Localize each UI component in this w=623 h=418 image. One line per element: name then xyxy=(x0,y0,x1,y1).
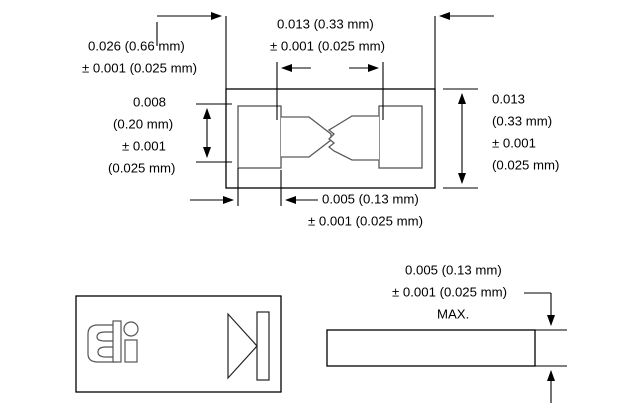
top-view: 0.026 (0.66 mm) ± 0.001 (0.025 mm) 0.013… xyxy=(82,12,559,228)
side-view: 0.005 (0.13 mm) ± 0.001 (0.025 mm) MAX. xyxy=(326,262,567,403)
dim-overall-length-line2: ± 0.001 (0.025 mm) xyxy=(82,60,197,75)
dim-gap-width-line2: ± 0.001 (0.025 mm) xyxy=(270,38,385,53)
dim-body-width-line2: (0.33 mm) xyxy=(492,113,552,128)
logo-letter-a-icon xyxy=(87,320,122,363)
dim-thickness-line1: 0.005 (0.13 mm) xyxy=(405,262,502,277)
left-pad xyxy=(237,105,282,169)
logo-letter-i-icon xyxy=(123,321,139,363)
dim-pad-inset-line1: 0.005 (0.13 mm) xyxy=(322,191,419,206)
side-body-outline xyxy=(326,329,536,367)
dim-pad-inset-line2: ± 0.001 (0.025 mm) xyxy=(308,213,423,228)
dim-thickness-line2: ± 0.001 (0.025 mm) xyxy=(392,284,507,299)
dim-overall-length-line1: 0.026 (0.66 mm) xyxy=(88,38,185,53)
dim-body-width-line3: ± 0.001 xyxy=(492,135,536,150)
dim-pad-height-line4: (0.025 mm) xyxy=(108,160,175,175)
diode-symbol-icon xyxy=(227,311,270,381)
dim-pad-height-line1: 0.008 xyxy=(133,94,166,109)
dim-gap-width: 0.013 (0.33 mm) ± 0.001 (0.025 mm) xyxy=(270,16,385,120)
dim-thickness-max: 0.005 (0.13 mm) ± 0.001 (0.025 mm) MAX. xyxy=(392,262,567,403)
dim-gap-width-line1: 0.013 (0.33 mm) xyxy=(277,16,374,31)
dim-body-width: 0.013 (0.33 mm) ± 0.001 (0.025 mm) xyxy=(434,12,559,189)
dim-pad-height-line2: (0.20 mm) xyxy=(113,116,173,131)
marking-view xyxy=(75,295,282,393)
right-lead-taper xyxy=(327,115,379,161)
right-pad xyxy=(378,105,423,169)
dim-thickness-line3: MAX. xyxy=(437,306,469,321)
dim-body-width-line4: (0.025 mm) xyxy=(492,157,559,172)
dim-overall-length: 0.026 (0.66 mm) ± 0.001 (0.025 mm) xyxy=(82,12,227,89)
dim-pad-inset: 0.005 (0.13 mm) ± 0.001 (0.025 mm) xyxy=(190,168,423,228)
dim-body-width-line1: 0.013 xyxy=(492,91,525,106)
dim-pad-height-line3: ± 0.001 xyxy=(122,138,166,153)
dim-pad-height: 0.008 (0.20 mm) ± 0.001 (0.025 mm) xyxy=(108,94,232,175)
